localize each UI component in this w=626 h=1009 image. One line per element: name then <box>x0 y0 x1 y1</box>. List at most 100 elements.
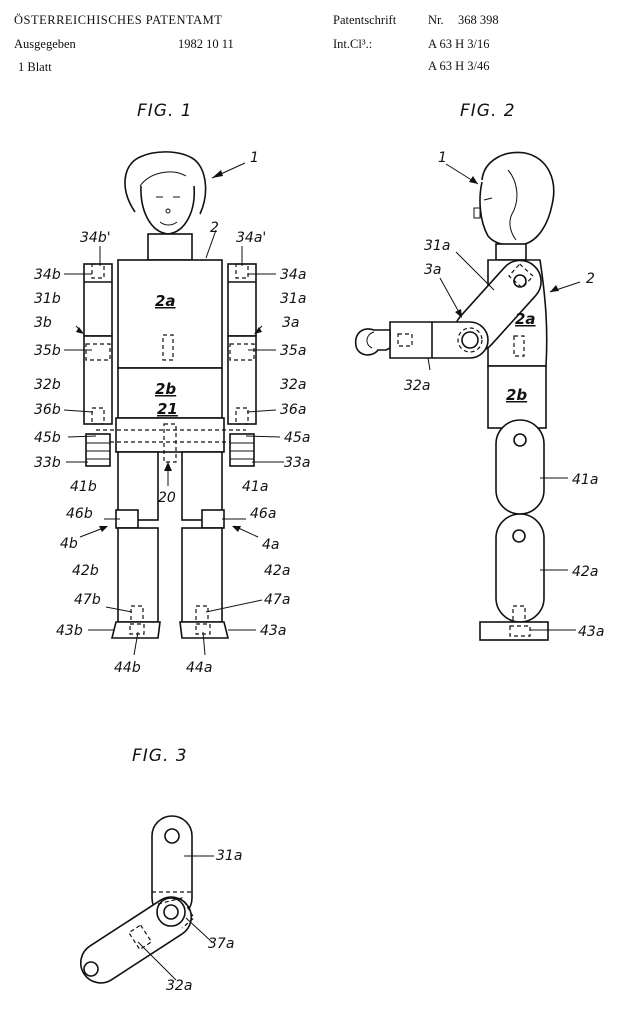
fig1-mouth <box>159 221 178 226</box>
class-code-2: A 63 H 3/46 <box>428 59 490 73</box>
fig1-label-35a: 35a <box>280 343 306 359</box>
fig2-wrist-pin <box>397 333 413 347</box>
fig2-label-2a: 2a <box>515 310 536 328</box>
fig1-hand-a <box>229 433 255 467</box>
fig1-leader-47a <box>205 599 263 613</box>
sheet-count: 1 Blatt <box>18 60 52 74</box>
fig2-arrowhead-3a <box>455 309 462 318</box>
office-name: ÖSTERREICHISCHES PATENTAMT <box>14 13 223 27</box>
fig1-thigh-a <box>181 451 223 521</box>
fig1-label-43a: 43a <box>260 623 286 639</box>
fig1-label-3a: 3a <box>282 315 300 331</box>
fig2-elbow-hole <box>461 331 479 349</box>
fig1-label-42b: 42b <box>72 563 99 579</box>
fig1-label-31a: 31a <box>280 291 306 307</box>
fig1-label-44a: 44a <box>186 660 212 676</box>
fig1-forearm-b <box>83 335 113 425</box>
fig1-arrowhead-20 <box>164 462 172 471</box>
issued-label: Ausgegeben <box>14 37 76 51</box>
fig1-label-2b: 2b <box>155 380 176 398</box>
fig1-label-21: 21 <box>157 400 178 418</box>
fig1-neck <box>147 233 193 261</box>
fig2-figure: 1 2 31a 3a 2a 32a 2b 41a 42a 43a <box>354 150 604 641</box>
fig1-label-4a: 4a <box>262 537 280 553</box>
fig2-hook-hand <box>354 328 391 356</box>
fig1-leader-36a <box>246 409 277 413</box>
fig1-label-47b: 47b <box>74 592 101 608</box>
fig1-foot-pin-b <box>129 623 145 635</box>
fig1-elbow-pin-b <box>85 343 111 361</box>
fig3-title: FIG. 3 <box>132 746 188 766</box>
fig1-label-33a: 33a <box>284 455 310 471</box>
fig1-arrowhead-4a <box>232 526 241 532</box>
fig1-label-2: 2 <box>210 220 219 236</box>
fig1-label-35b: 35b <box>34 343 61 359</box>
fig3-upper-hole <box>164 828 180 844</box>
fig1-leader-44b <box>133 631 139 656</box>
fig3-wrist-hole <box>83 961 99 977</box>
fig2-arrowhead-1 <box>469 176 478 184</box>
fig2-shoulder-pin <box>508 263 534 289</box>
fig1-hairline <box>139 171 187 187</box>
fig1-shoulder-pin-b <box>91 263 105 279</box>
fig2-label-3a: 3a <box>424 262 442 278</box>
fig1-label-20: 20 <box>158 490 176 506</box>
fig1-label-34b1: 34b' <box>80 230 111 246</box>
fig1-leader-45b <box>67 435 97 438</box>
fig3-label-37a: 37a <box>208 936 234 952</box>
fig2-torso-lower <box>487 365 547 429</box>
fig1-torso-pin <box>162 334 174 361</box>
fig2-nose <box>473 207 481 219</box>
fig3-elbow-stop <box>157 897 195 929</box>
fig1-upper-arm-a <box>227 263 257 337</box>
fig1-label-46b: 46b <box>66 506 93 522</box>
fig1-label-4b: 4b <box>60 536 78 552</box>
fig1-shoulder-pin-a <box>235 263 249 279</box>
fig1-label-45a: 45a <box>284 430 310 446</box>
fig1-arrowhead-1 <box>212 170 223 178</box>
fig3-leader-37a <box>185 917 213 943</box>
fig2-foot <box>479 621 549 641</box>
fig1-label-47a: 47a <box>264 592 290 608</box>
patent-number: 368 398 <box>458 13 499 27</box>
fig2-title: FIG. 2 <box>460 101 516 121</box>
fig1-upper-arm-b <box>83 263 113 337</box>
fig1-label-44b: 44b <box>114 660 141 676</box>
fig2-label-2b: 2b <box>506 386 527 404</box>
fig2-hook-inner <box>366 331 375 349</box>
fig1-forearm-a <box>227 335 257 425</box>
fig2-ear <box>507 169 518 241</box>
fig1-foot-b <box>110 621 161 639</box>
fig1-leader-2 <box>205 229 217 259</box>
fig2-elbow-ring <box>457 327 483 353</box>
fig1-label-42a: 42a <box>264 563 290 579</box>
fig1-leader-45a <box>245 435 281 438</box>
class-label: Int.Cl³.: <box>333 37 373 51</box>
fig2-leader-32a <box>427 357 431 371</box>
fig2-neck <box>495 243 527 261</box>
fig2-hip-hole <box>513 433 527 447</box>
fig3-label-31a: 31a <box>216 848 242 864</box>
fig1-label-3b: 3b <box>34 315 52 331</box>
fig1-foot-a <box>179 621 230 639</box>
fig1-label-41b: 41b <box>70 479 97 495</box>
fig1-elbow-pin-a <box>229 343 255 361</box>
fig2-label-2: 2 <box>586 271 595 287</box>
fig3-elbow-joint <box>156 897 186 927</box>
fig2-label-42a: 42a <box>572 564 598 580</box>
fig1-label-31b: 31b <box>34 291 61 307</box>
fig2-leader-31a <box>455 251 495 291</box>
fig1-hair <box>124 151 207 215</box>
fig1-label-32b: 32b <box>34 377 61 393</box>
fig3-figure: 31a 37a 32a <box>79 815 242 994</box>
fig2-forearm <box>389 321 489 359</box>
fig2-leader-3a <box>439 277 461 315</box>
fig1-hip-joint <box>115 417 225 453</box>
doc-type-label: Patentschrift <box>333 13 397 27</box>
fig1-label-46a: 46a <box>250 506 276 522</box>
fig1-label-36a: 36a <box>280 402 306 418</box>
fig1-leader-47b <box>105 606 133 613</box>
fig1-label-36b: 36b <box>34 402 61 418</box>
fig1-title: FIG. 1 <box>137 101 193 121</box>
